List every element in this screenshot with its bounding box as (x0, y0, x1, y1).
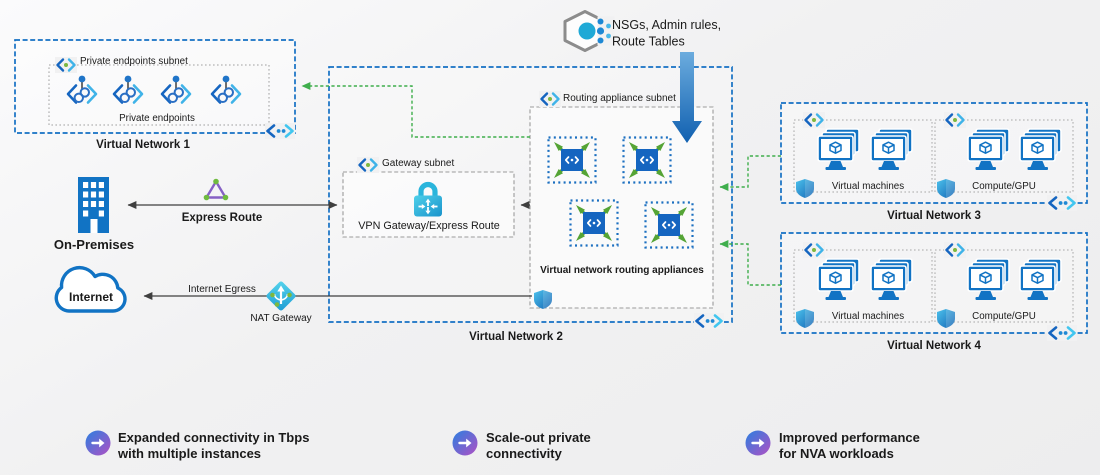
cloud-icon (54, 266, 127, 313)
nsg-hexagon-icon (563, 10, 615, 52)
vnet3-title: Virtual Network 3 (887, 210, 981, 222)
nat-gateway-icon (266, 281, 296, 311)
nsg-note-line2: Route Tables (612, 35, 685, 49)
private-endpoints-label: Private endpoints (119, 113, 195, 124)
nsg-note-line1: NSGs, Admin rules, (612, 18, 721, 32)
nat-gateway-label: NAT Gateway (250, 313, 311, 324)
vnet4-vm-subnet-box (793, 249, 933, 323)
vpn-gateway-lock-icon (414, 181, 442, 217)
bullet-3-line2: for NVA workloads (779, 446, 894, 461)
internet-label: Internet (69, 290, 113, 304)
virtual-network-icon (263, 121, 297, 141)
private-endpoints-subnet-label: Private endpoints subnet (80, 56, 188, 67)
subnet-icon (942, 110, 968, 130)
express-route-icon (203, 178, 229, 201)
routing-subnet-label: Routing appliance subnet (563, 93, 676, 104)
vnet3-gpu-subnet-box (934, 119, 1074, 193)
routing-appliance-subnet-box (529, 106, 714, 309)
virtual-network-icon (1045, 323, 1079, 343)
building-icon (78, 177, 109, 233)
routing-appliances-caption: Virtual network routing appliances (540, 265, 704, 276)
peering-link-vnet4 (719, 240, 781, 286)
express-route-label: Express Route (182, 212, 263, 224)
bullet-2-line1: Scale-out private (486, 430, 591, 445)
vnet2-title: Virtual Network 2 (469, 331, 563, 343)
arrow-bullet-icon (744, 429, 772, 457)
subnet-icon (355, 155, 381, 175)
subnet-icon (53, 55, 79, 75)
vnet3-vm-subnet-box (793, 119, 933, 193)
vpn-gateway-label: VPN Gateway/Express Route (358, 220, 500, 232)
virtual-network-icon (1045, 193, 1079, 213)
vnet4-gpu-subnet-box (934, 249, 1074, 323)
peering-link-vnet1 (301, 82, 530, 138)
bullet-2-line2: connectivity (486, 446, 563, 461)
vnet4-vm-label: Virtual machines (832, 311, 904, 322)
subnet-icon (801, 240, 827, 260)
subnet-icon (537, 89, 563, 109)
bullet-3-line1: Improved performance (779, 430, 920, 445)
subnet-icon (942, 240, 968, 260)
vnet1-title: Virtual Network 1 (96, 139, 190, 151)
arrow-bullet-icon (84, 429, 112, 457)
vnet1-box (14, 39, 296, 134)
arrow-bullet-icon (451, 429, 479, 457)
vnet3-vm-label: Virtual machines (832, 181, 904, 192)
on-premises-label: On-Premises (54, 237, 134, 252)
vnet4-title: Virtual Network 4 (887, 340, 981, 352)
vnet4-gpu-label: Compute/GPU (972, 311, 1036, 322)
gateway-subnet-label: Gateway subnet (382, 158, 454, 169)
bullet-1-line1: Expanded connectivity in Tbps (118, 430, 309, 445)
bullet-1-line2: with multiple instances (117, 446, 261, 461)
nsg-apply-arrow (672, 52, 702, 143)
internet-egress-label: Internet Egress (188, 284, 256, 295)
vnet3-gpu-label: Compute/GPU (972, 181, 1036, 192)
virtual-network-icon (692, 311, 726, 331)
subnet-icon (801, 110, 827, 130)
